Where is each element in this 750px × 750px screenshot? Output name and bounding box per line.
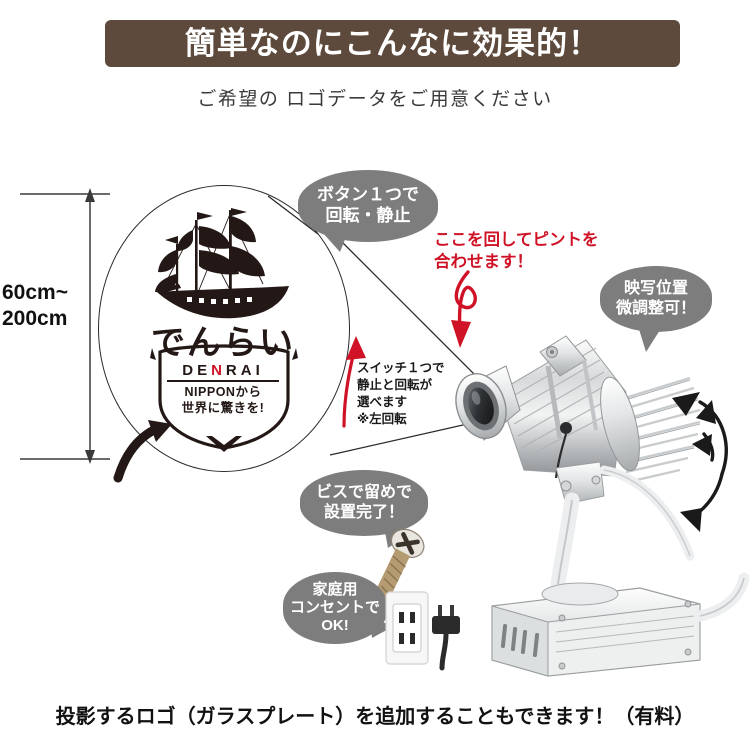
callout-position-text: 映写位置 微調整可！ [615,280,696,317]
logo-tagline-line1: NIPPONから [184,385,262,399]
denrai-letter-i: I [255,362,264,379]
denrai-letter-a: A [240,362,256,379]
page-title: 簡単なのにこんなに効果的！ [184,26,601,61]
logo-divider-rule [167,380,279,382]
projection-size-label: 60cm~ 200cm [2,281,68,331]
callout-plug-text: 家庭用 コンセントで OK! [289,580,380,635]
page-subtitle: ご希望の ロゴデータをご用意ください [197,89,553,110]
denrai-letter-n-accent: N [211,362,226,379]
denrai-letter-d: D [182,362,198,379]
projection-size-ruler: 60cm~ 200cm [0,180,110,480]
focus-annotation-text: ここを回してピントを 合わせます！ [434,231,599,271]
callout-plug-bubble: 家庭用 コンセントで OK! [283,572,387,644]
logo-tagline: NIPPONから 世界に驚きを! [182,385,265,416]
callout-position-bubble: 映写位置 微調整可！ [600,266,712,332]
power-plug-icon [432,605,460,671]
switch-annotation-text: スイッチ１つで 静止と回転が 選べます ※左回転 [357,361,445,426]
ruler-tick-top [20,193,110,195]
denrai-letter-e: E [197,362,212,379]
callout-screw-text: ビスで留めで 設置完了！ [315,484,412,521]
denrai-letter-r: R [225,362,241,379]
callout-rotate-text: ボタン１つで 回転・静止 [317,185,419,225]
brand-name-jp: でんらい [151,323,295,363]
callout-rotate-bubble: ボタン１つで 回転・静止 [298,170,438,242]
callout-screw-bubble: ビスで留めで 設置完了！ [300,470,428,536]
footer-note: 投影するロゴ（ガラスプレート）を追加することもできます！（有料） [55,706,695,728]
sailing-ship-icon [155,208,289,319]
logo-tagline-line2: 世界に驚きを! [181,400,265,415]
header-banner: 簡単なのにこんなに効果的！ [105,20,680,67]
ruler-tick-bottom [20,458,110,460]
